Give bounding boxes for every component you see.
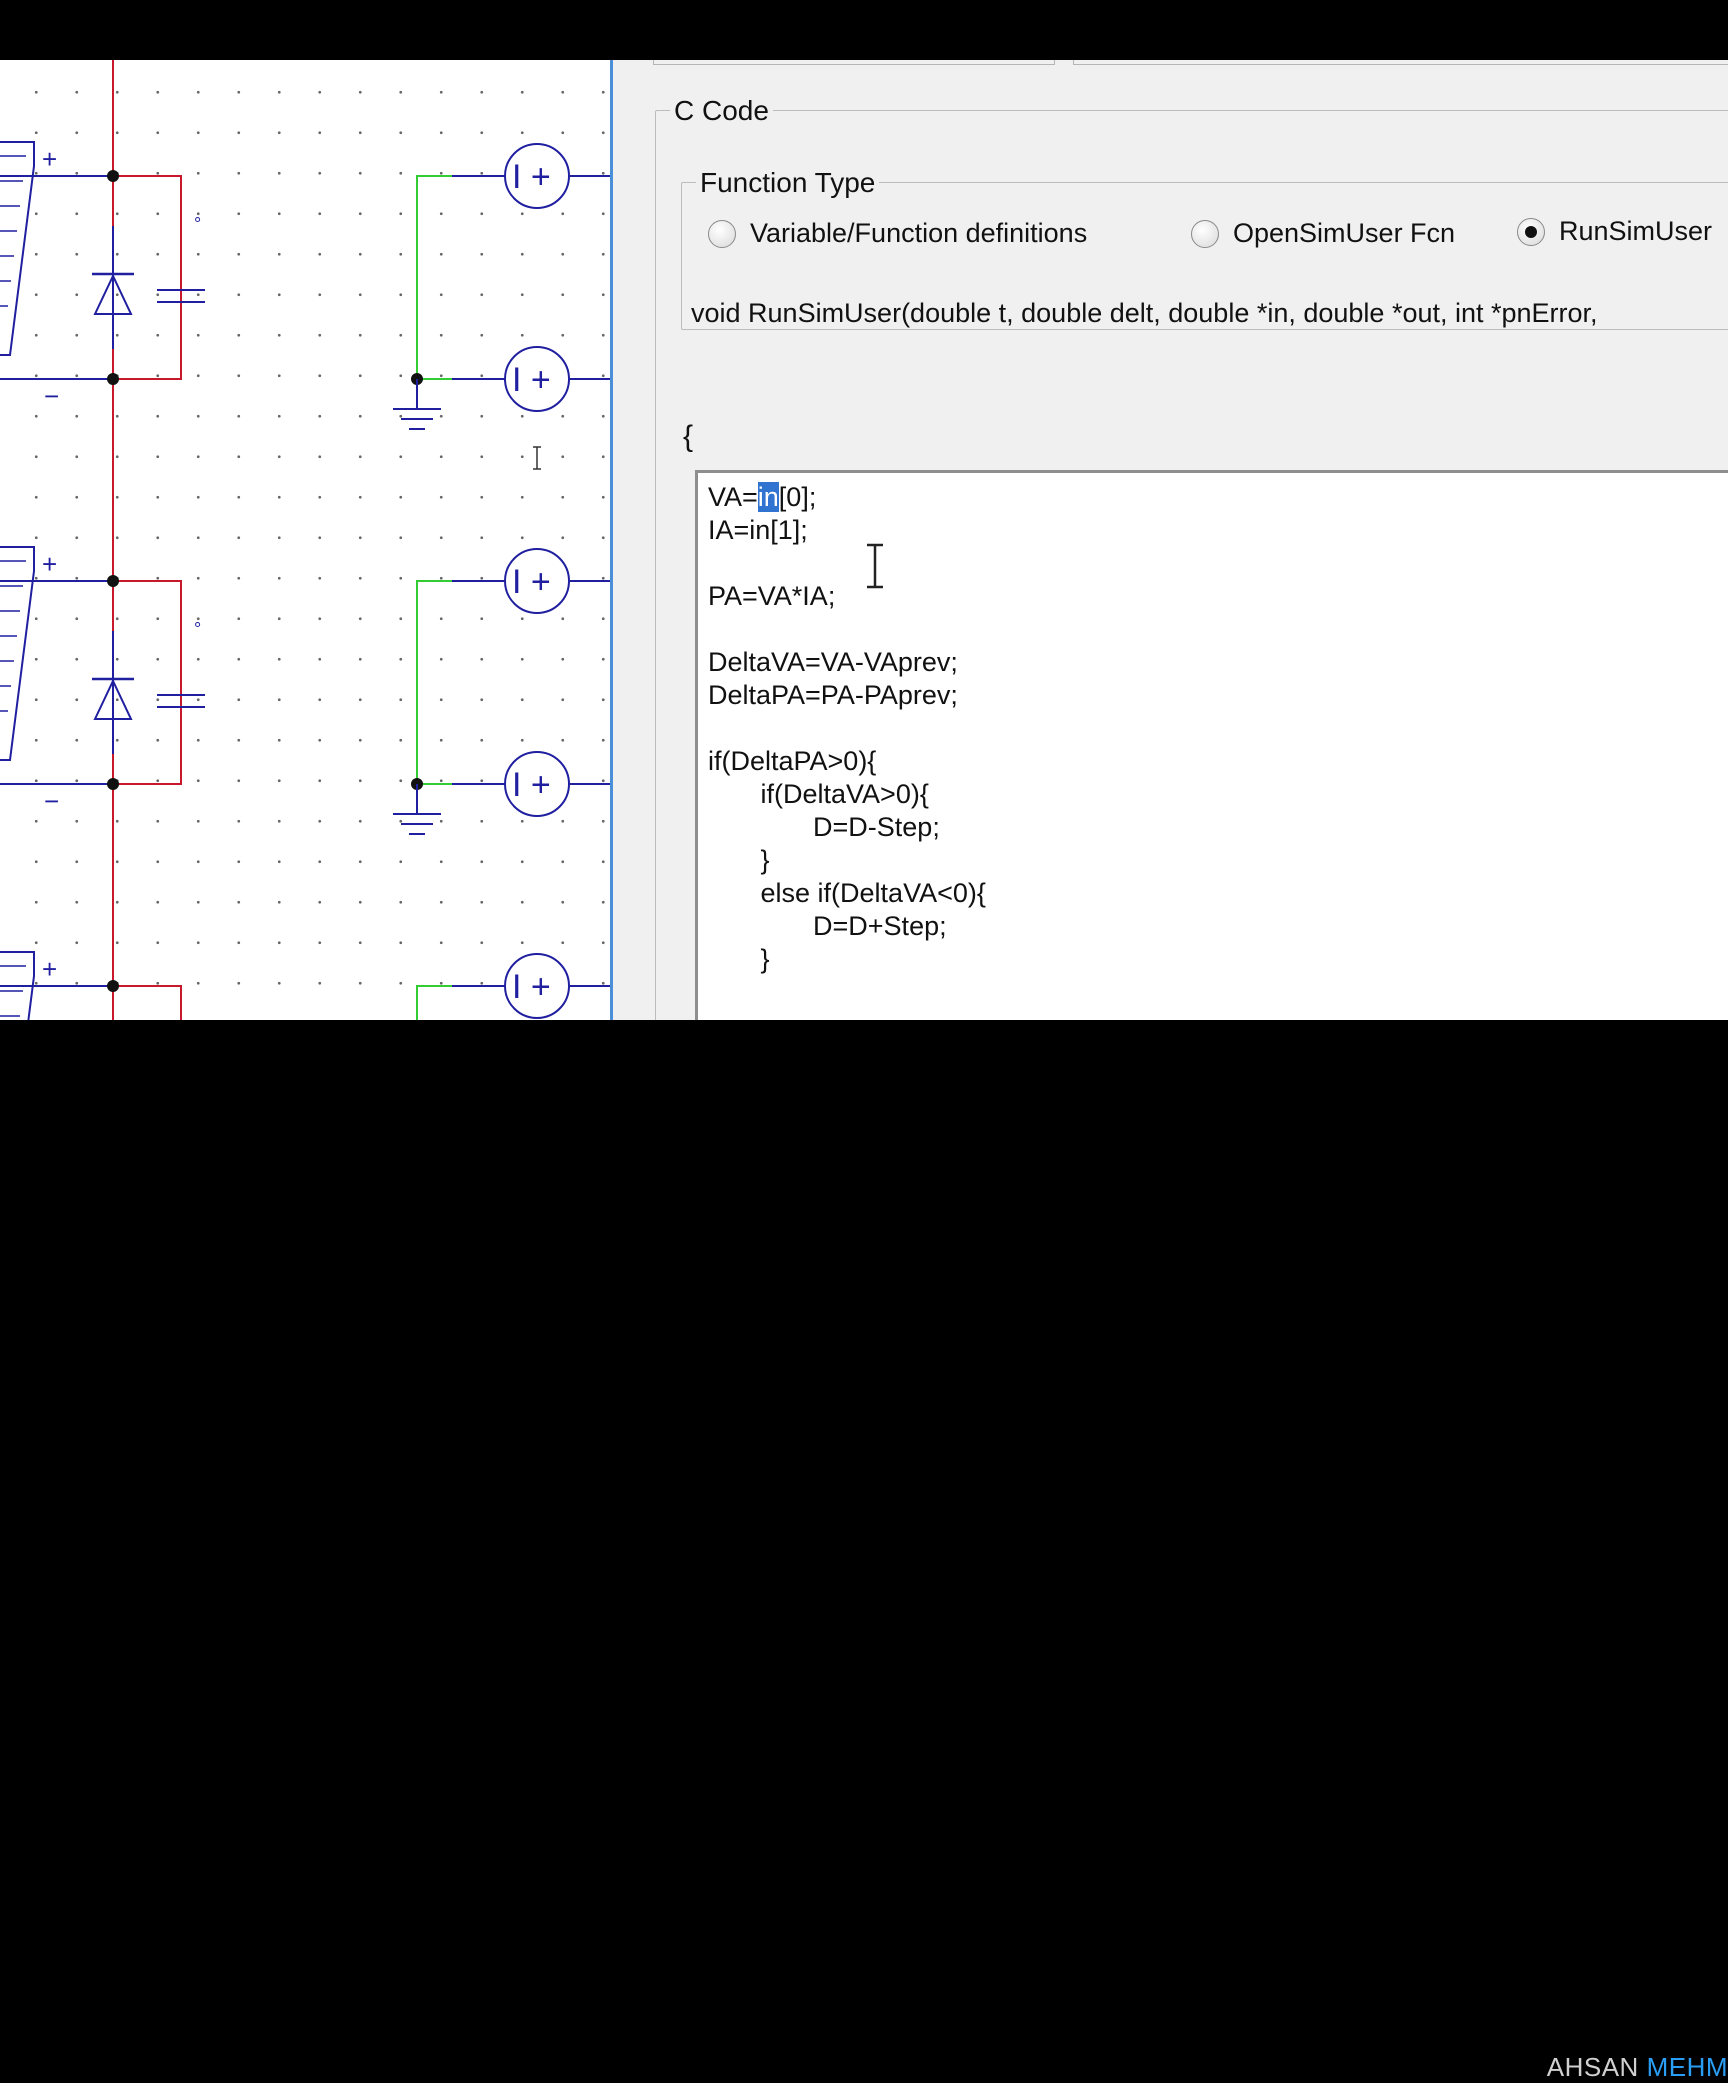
radio-unchecked-icon (1191, 219, 1219, 248)
junction-dot (107, 373, 119, 385)
watermark-text: AHSAN (1546, 2052, 1647, 2082)
capacitor-marker: ° (194, 214, 201, 234)
bottom-letterbox: AHSAN MEHM (0, 1020, 1728, 2082)
junction-dot (107, 980, 119, 992)
code-editor[interactable]: VA=in[0]; IA=in[1]; PA=VA*IA; DeltaVA=VA-V… (695, 470, 1728, 1020)
schematic-drawing: +−°I +I ++−°I +I ++−°I +I + (0, 60, 612, 1020)
tab-stub-left (653, 60, 1055, 65)
current-source-icon (504, 751, 570, 817)
code-line-7: DeltaPA=PA-PAprev; (708, 680, 958, 710)
diode-icon (93, 678, 133, 720)
capacitor-wire (113, 175, 182, 380)
code-line-4: PA=VA*IA; (708, 581, 836, 611)
c-block-dialog: C Code Function Type Variable/Function d… (613, 60, 1728, 1020)
polarity-plus: + (42, 954, 57, 984)
polarity-minus: − (44, 786, 59, 816)
schematic-canvas[interactable]: +−°I +I ++−°I +I ++−°I +I + (0, 60, 612, 1020)
code-text: VA= (708, 482, 758, 512)
current-source-label: I + (512, 361, 551, 399)
open-brace: { (683, 420, 694, 453)
current-source-label: I + (512, 158, 551, 196)
tab-stub-right (1073, 60, 1728, 65)
code-line-2: IA=in[1]; (708, 515, 808, 545)
code-line-12: } (708, 845, 770, 875)
radio-label: OpenSimUser Fcn (1233, 218, 1456, 248)
radio-checked-icon (1517, 217, 1545, 246)
selected-text: in (757, 482, 779, 512)
sensor-wire (416, 175, 452, 380)
junction-dot (107, 778, 119, 790)
c-code-group: C Code (655, 95, 1728, 1020)
radio-runsimuser[interactable]: RunSimUser (1517, 216, 1712, 247)
code-line-1: VA=in[0]; (708, 481, 816, 514)
polarity-plus: + (42, 144, 57, 174)
sensor-wire (416, 985, 452, 1020)
function-type-group: Function Type (681, 167, 1728, 330)
radio-unchecked-icon (708, 219, 736, 248)
function-type-legend: Function Type (696, 167, 880, 199)
code-text: [0]; (778, 482, 817, 512)
text-cursor-icon (864, 543, 886, 589)
pv-panel-outline (0, 951, 35, 1020)
current-source-icon (504, 143, 570, 209)
polarity-plus: + (42, 549, 57, 579)
channel-watermark: AHSAN MEHM (1547, 2052, 1728, 2083)
radio-label: RunSimUser (1559, 216, 1713, 246)
sensor-wire (416, 580, 452, 785)
text-cursor-icon (532, 446, 542, 470)
code-line-11: D=D-Step; (708, 812, 940, 842)
function-signature: void RunSimUser(double t, double delt, d… (691, 298, 1598, 328)
junction-dot (107, 170, 119, 182)
current-source-label: I + (512, 563, 551, 601)
current-source-icon (504, 346, 570, 412)
capacitor-marker: ° (194, 619, 201, 639)
code-line-15: } (708, 944, 770, 974)
radio-variable-function-definitions[interactable]: Variable/Function definitions (708, 218, 1087, 249)
pv-panel-outline (0, 141, 35, 356)
radio-label: Variable/Function definitions (750, 218, 1088, 248)
code-line-6: DeltaVA=VA-VAprev; (708, 647, 958, 677)
radio-opensimuser-fcn[interactable]: OpenSimUser Fcn (1191, 218, 1455, 249)
polarity-minus: − (44, 381, 59, 411)
pane-splitter[interactable] (610, 60, 613, 1020)
current-source-label: I + (512, 968, 551, 1006)
diode-icon (93, 273, 133, 315)
code-line-9: if(DeltaPA>0){ (708, 746, 877, 776)
code-line-10: if(DeltaVA>0){ (708, 779, 929, 809)
c-code-legend: C Code (670, 95, 773, 127)
code-line-13: else if(DeltaVA<0){ (708, 878, 986, 908)
top-letterbox (0, 0, 1728, 60)
capacitor-wire (113, 985, 182, 1020)
current-source-label: I + (512, 766, 551, 804)
watermark-accent-text: MEHM (1646, 2052, 1728, 2082)
current-source-icon (504, 548, 570, 614)
code-line-14: D=D+Step; (708, 911, 947, 941)
current-source-icon (504, 953, 570, 1019)
capacitor-wire (113, 580, 182, 785)
junction-dot (107, 575, 119, 587)
pv-panel-outline (0, 546, 35, 761)
